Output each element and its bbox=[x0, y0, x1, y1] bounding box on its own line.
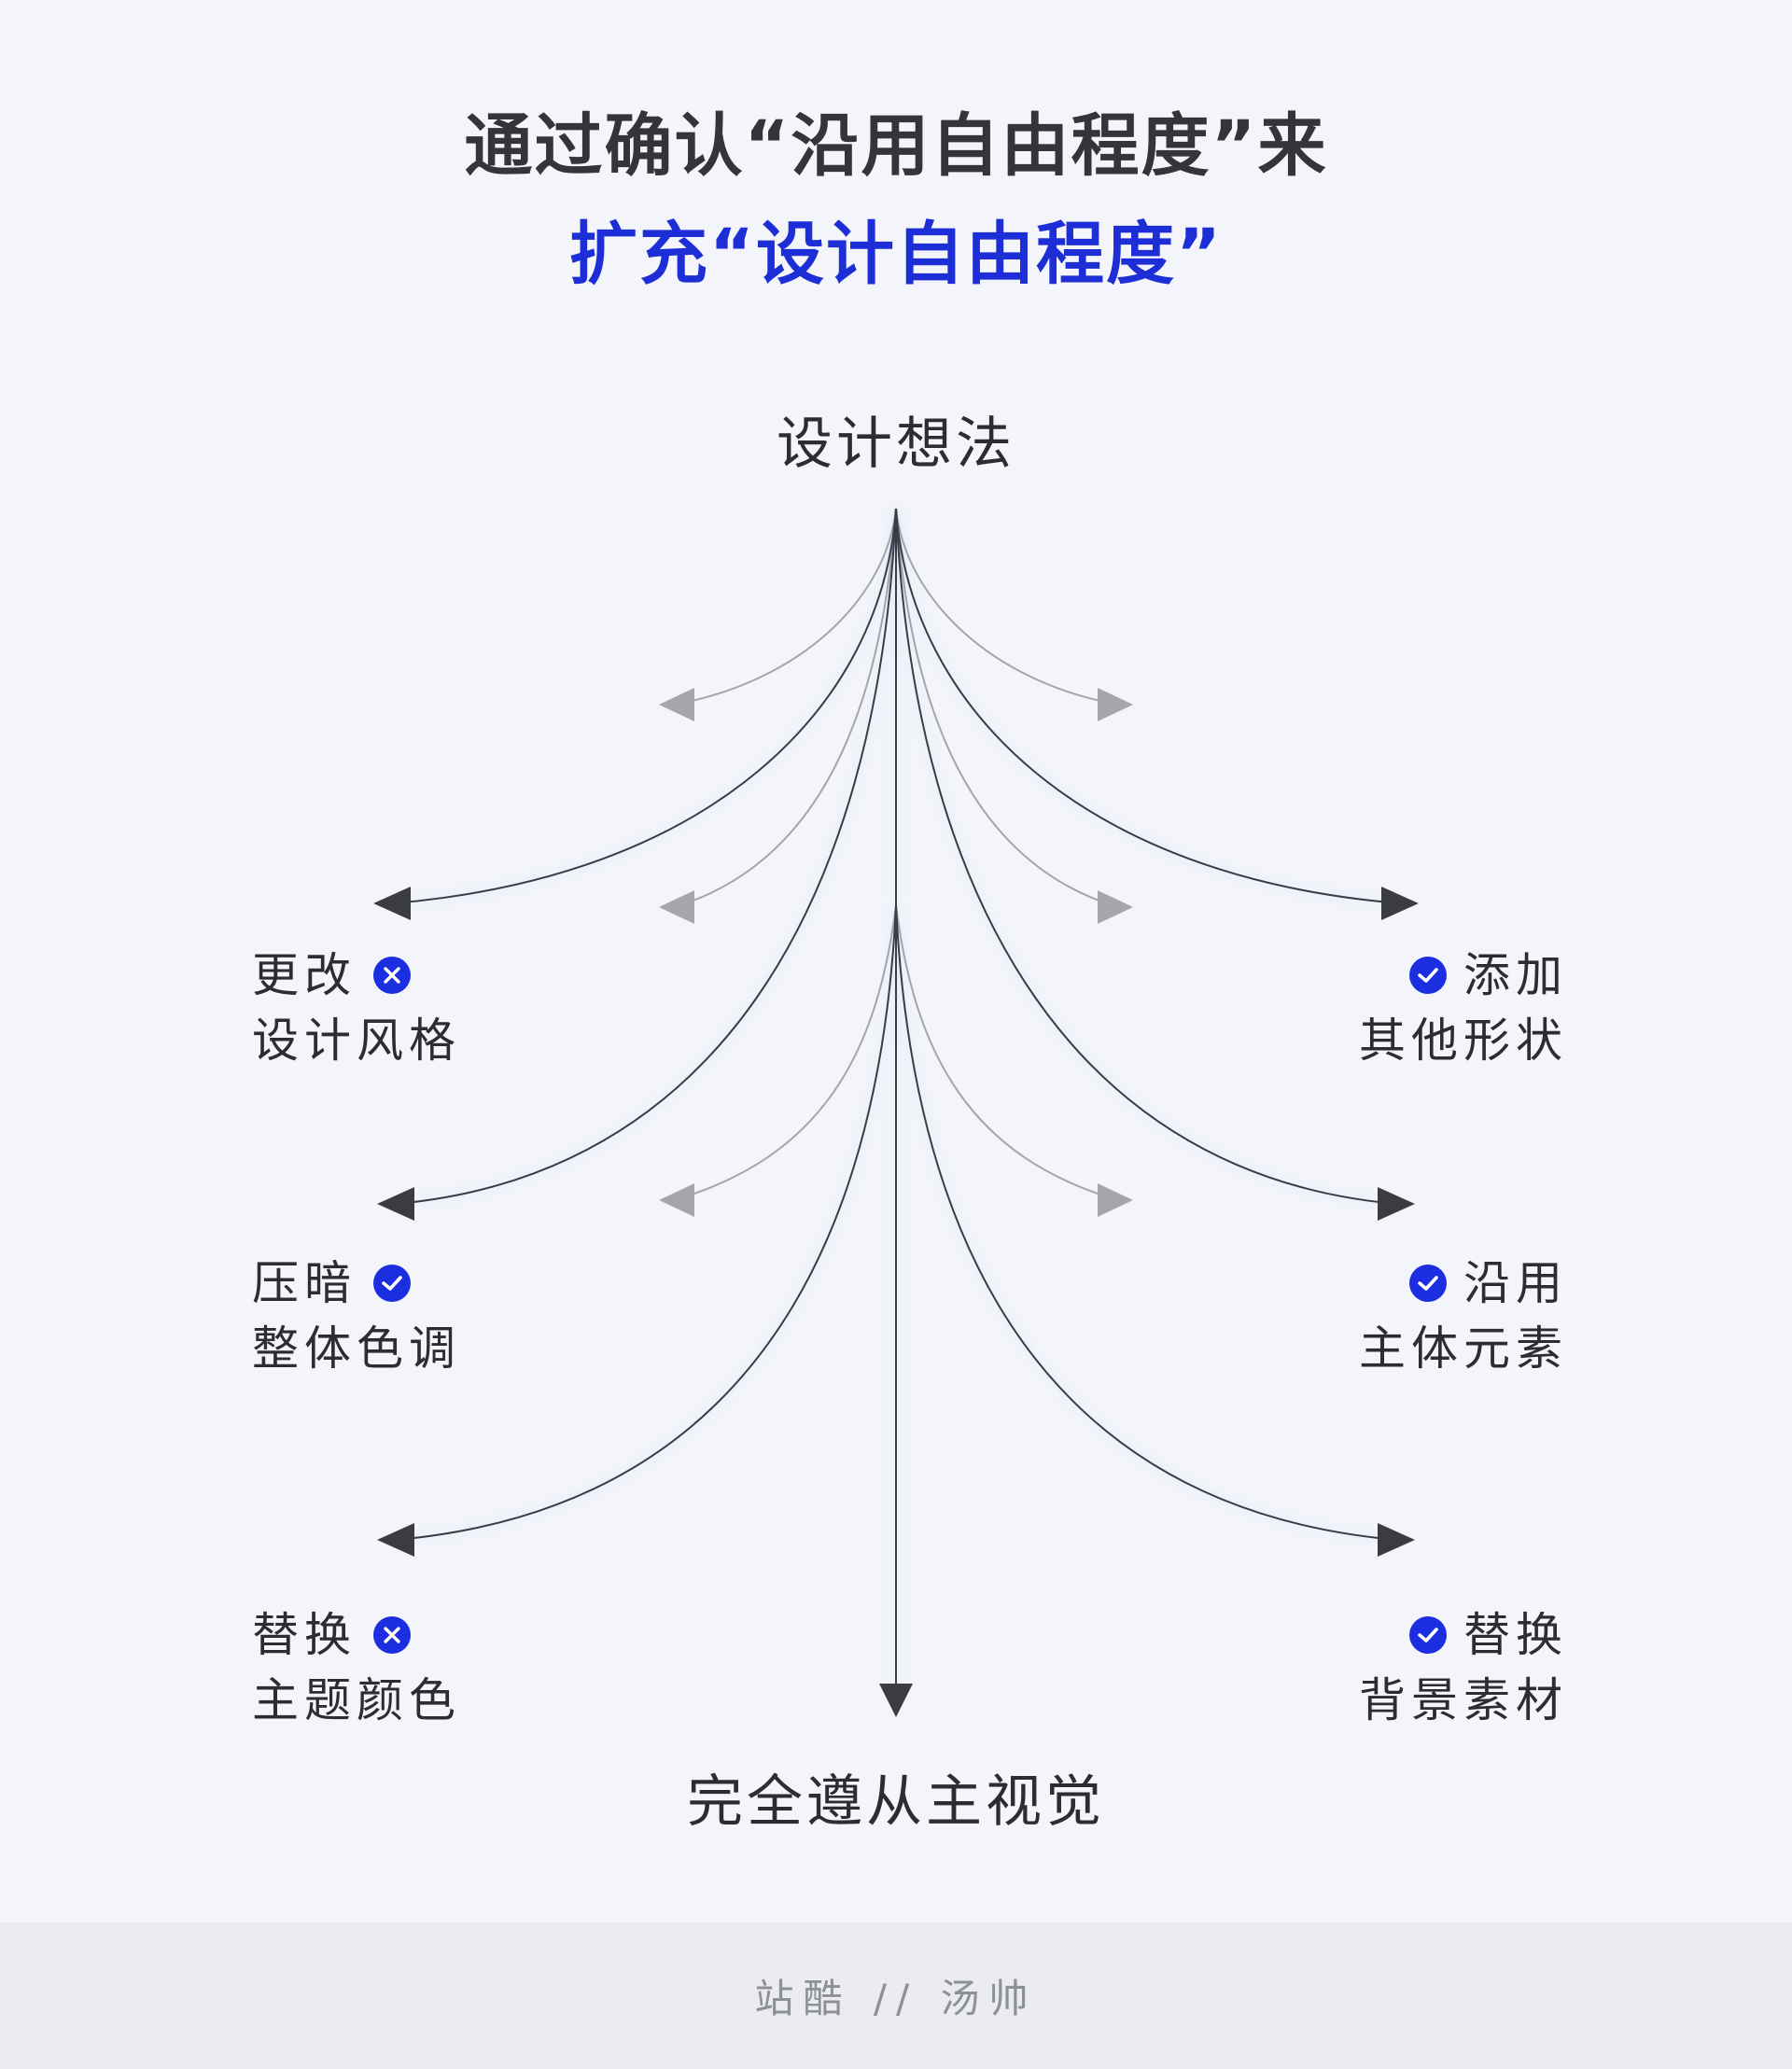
dark-arrow-left-1 bbox=[391, 508, 897, 904]
option-title: 添加 bbox=[1463, 948, 1568, 1002]
arrow-layer bbox=[373, 508, 1419, 1717]
dark-arrows bbox=[391, 508, 1401, 1689]
faded-arrowhead-right-3 bbox=[1098, 1183, 1133, 1217]
option-title: 沿用 bbox=[1463, 1256, 1568, 1310]
check-circle-icon bbox=[1409, 957, 1447, 994]
x-circle-icon bbox=[373, 957, 411, 994]
option-title: 更改 bbox=[252, 948, 357, 1002]
option-title: 压暗 bbox=[252, 1256, 357, 1310]
dark-arrowheads bbox=[373, 887, 1419, 1717]
title-line-1: 通过确认“沿用自由程度”来 bbox=[464, 106, 1328, 186]
dark-arrow-left-3 bbox=[395, 904, 897, 1541]
footer-credit: 站酷 // 汤帅 bbox=[754, 1976, 1038, 2021]
dark-arrow-right-1 bbox=[895, 508, 1401, 904]
option-subtitle: 主题颜色 bbox=[252, 1673, 461, 1727]
check-circle-icon bbox=[1409, 1265, 1447, 1302]
footer: 站酷 // 汤帅 bbox=[0, 1922, 1792, 2069]
option-replace-theme-color: 替换 主题颜色 bbox=[252, 1607, 532, 1728]
faded-arrows bbox=[673, 508, 1119, 1201]
dark-arrowhead-right-1 bbox=[1381, 887, 1419, 920]
title-line-2: 扩充“设计自由程度” bbox=[569, 215, 1223, 294]
bottom-node-label: 完全遵从主视觉 bbox=[687, 1769, 1105, 1835]
dark-arrowhead-left-1 bbox=[373, 887, 411, 920]
dark-arrowhead-left-3 bbox=[377, 1523, 414, 1557]
faded-arrow-left-3 bbox=[673, 904, 897, 1201]
dark-arrowhead-center bbox=[879, 1684, 913, 1717]
option-change-style: 更改 设计风格 bbox=[252, 947, 532, 1069]
dark-arrow-left-2 bbox=[395, 508, 897, 1205]
dark-arrow-right-3 bbox=[895, 904, 1397, 1541]
dark-arrowhead-right-3 bbox=[1378, 1523, 1415, 1557]
faded-arrow-right-3 bbox=[895, 904, 1119, 1201]
option-subtitle: 背景素材 bbox=[1359, 1673, 1568, 1727]
option-replace-background: 替换 背景素材 bbox=[1288, 1607, 1568, 1728]
option-title: 替换 bbox=[252, 1608, 357, 1662]
dark-arrowhead-right-2 bbox=[1378, 1187, 1415, 1221]
root-node-label: 设计想法 bbox=[777, 412, 1015, 477]
faded-arrowheads bbox=[659, 688, 1133, 1217]
decision-tree-diagram: 设计想法 完全遵从主视觉 更改 设计风格 添加 其他形状 压暗 bbox=[252, 412, 1568, 1835]
faded-arrowhead-left-1 bbox=[659, 688, 694, 721]
option-subtitle: 主体元素 bbox=[1359, 1321, 1568, 1376]
faded-arrow-left-2 bbox=[673, 508, 897, 908]
faded-arrow-right-1 bbox=[895, 508, 1119, 706]
option-add-shapes: 添加 其他形状 bbox=[1288, 947, 1568, 1069]
option-subtitle: 整体色调 bbox=[252, 1321, 461, 1376]
faded-arrowhead-left-2 bbox=[659, 890, 694, 924]
option-keep-main-elements: 沿用 主体元素 bbox=[1288, 1255, 1568, 1377]
dark-arrow-right-2 bbox=[895, 508, 1397, 1205]
option-subtitle: 设计风格 bbox=[252, 1014, 461, 1068]
check-circle-icon bbox=[373, 1265, 411, 1302]
option-title: 替换 bbox=[1463, 1608, 1568, 1662]
faded-arrowhead-right-1 bbox=[1098, 688, 1133, 721]
x-circle-icon bbox=[373, 1616, 411, 1654]
option-darken-tone: 压暗 整体色调 bbox=[252, 1255, 532, 1377]
dark-arrowhead-left-2 bbox=[377, 1187, 414, 1221]
faded-arrow-right-2 bbox=[895, 508, 1119, 908]
faded-arrowhead-left-3 bbox=[659, 1183, 694, 1217]
check-circle-icon bbox=[1409, 1616, 1447, 1654]
faded-arrowhead-right-2 bbox=[1098, 890, 1133, 924]
option-subtitle: 其他形状 bbox=[1359, 1014, 1568, 1068]
faded-arrow-left-1 bbox=[673, 508, 897, 706]
